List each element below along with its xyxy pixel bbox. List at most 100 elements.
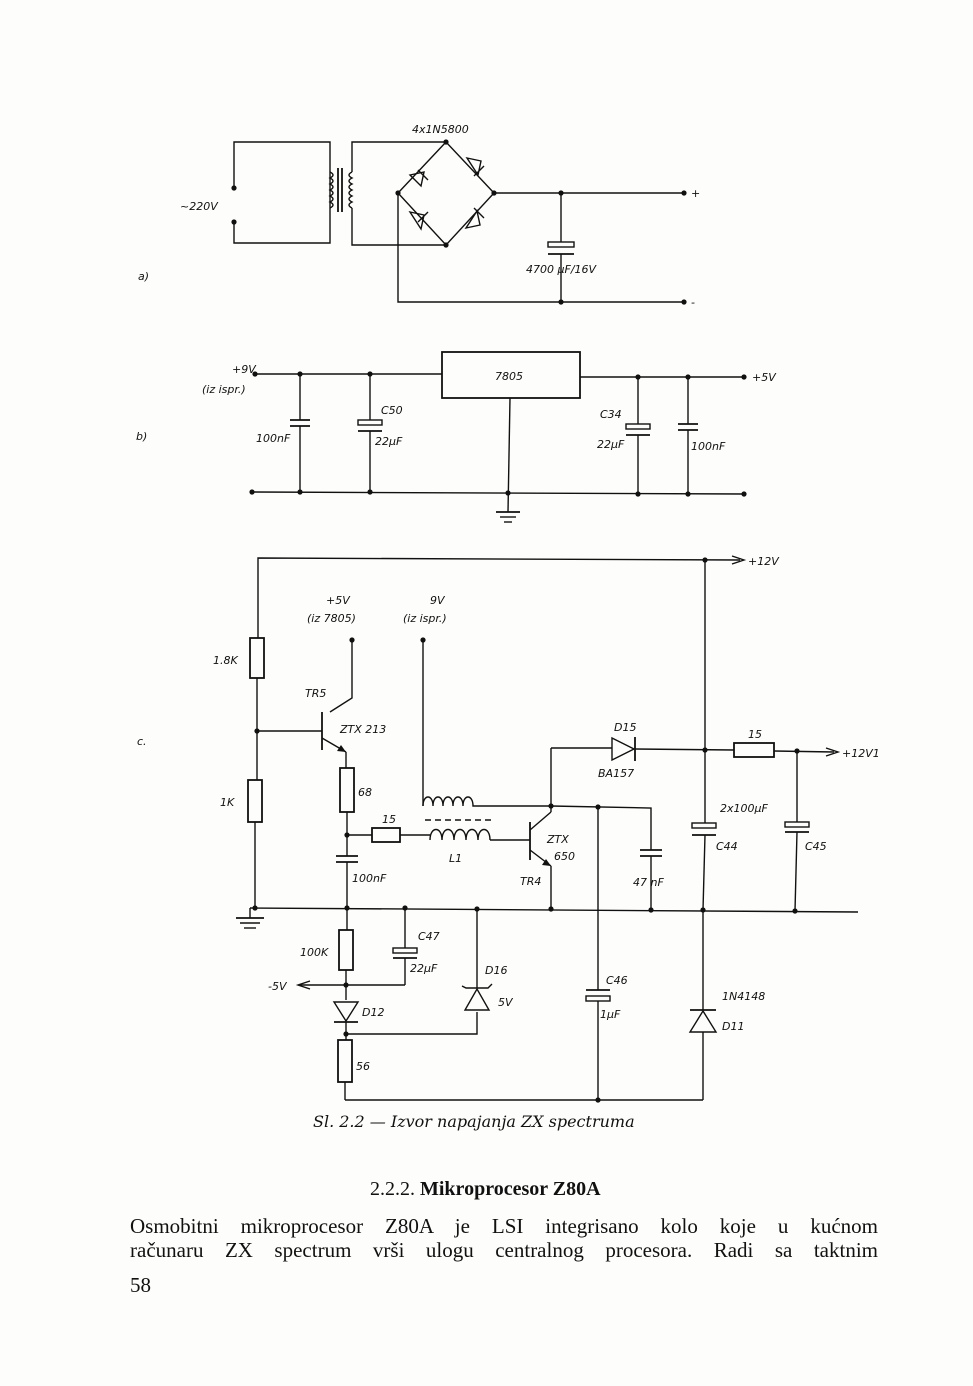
bridge-rectifier [395, 139, 497, 248]
resistor-1k8 [249, 637, 265, 679]
supply-5v-label: +5V [326, 594, 351, 607]
body-line-2: računaru ZX spectrum vrši ulogu centraln… [130, 1238, 878, 1262]
page-number: 58 [130, 1273, 151, 1297]
figure-caption: Sl. 2.2 — Izvor napajanja ZX spectruma [313, 1112, 635, 1131]
arrow-12v [731, 555, 747, 565]
ground-symbol-c [236, 908, 264, 929]
regulator-7805 [441, 351, 581, 399]
cap-100nf-out [678, 374, 698, 494]
tr5-name: TR5 [305, 687, 326, 700]
regulator-label: 7805 [495, 370, 523, 383]
cap-c47 [346, 947, 418, 986]
cap-100nf-c-label: 100nF [352, 872, 387, 885]
regulator-ground-wire [507, 397, 511, 513]
d15-type: BA157 [598, 767, 634, 780]
ground-rail-c [249, 907, 859, 913]
out-12v1-wire [773, 750, 835, 753]
arrow-12v1 [825, 747, 841, 757]
inductor-l1-primary [422, 796, 551, 807]
rail-12v-label: +12V [748, 555, 780, 568]
schematic-part-b: b) +9V (iz ispr.) 7805 +5V 100nF C50 22µ… [136, 351, 777, 523]
power-supply-schematic: ~220V a) 4x1N5800 + [136, 123, 880, 1103]
resistor-1k [247, 779, 263, 823]
minus5v-label: -5V [268, 980, 288, 993]
resistor-15-out [733, 742, 775, 758]
diode-d12 [332, 1001, 360, 1040]
r-1k-label: 1K [220, 796, 235, 809]
c45-name: C45 [805, 840, 827, 853]
diode-d11 [688, 1009, 718, 1100]
input-9v-label: +9V [232, 363, 257, 376]
input-9v-source: (iz ispr.) [202, 383, 246, 396]
cap-47nf [640, 849, 662, 910]
transformer [328, 168, 354, 212]
diode-d15 [611, 736, 636, 762]
plus-label: + [691, 187, 700, 200]
section-number: 2.2.2. [370, 1178, 415, 1200]
zener-d16 [461, 983, 493, 1011]
cap-c46 [585, 989, 611, 1100]
out-12v1-label: +12V1 [842, 747, 880, 760]
c46-name: C46 [606, 974, 628, 987]
bridge-label: 4x1N5800 [412, 123, 469, 136]
section-title: Mikroprocesor Z80A [420, 1178, 601, 1200]
r-15-out-label: 15 [748, 728, 762, 741]
d11-type: 1N4148 [722, 990, 765, 1003]
d15-wire-b [634, 748, 735, 751]
filter-cap-label: 4700 µF/16V [526, 263, 598, 276]
output-5v-label: +5V [752, 371, 777, 384]
d15-name: D15 [614, 721, 636, 734]
supply-5v-source: (iz 7805) [307, 612, 356, 625]
negative-rail-a [397, 193, 684, 303]
c34-value: 22µF [597, 438, 625, 451]
c44-value: 2x100µF [720, 802, 769, 815]
part-c-label: c. [137, 735, 147, 748]
tr4-type-b: 650 [554, 850, 575, 863]
l1-label: L1 [449, 852, 462, 865]
c47-value: 22µF [410, 962, 438, 975]
tr5-type: ZTX 213 [339, 723, 386, 736]
cap-out-label: 100nF [691, 440, 726, 453]
arrow-minus5v [295, 980, 311, 990]
transistor-tr5 [257, 712, 347, 768]
r-15-base-label: 15 [382, 813, 396, 826]
d16-value: 5V [498, 996, 514, 1009]
d11-name: D11 [722, 1020, 744, 1033]
cap-47nf-label: 47 nF [633, 876, 664, 889]
filter-capacitor [547, 193, 575, 302]
c47-name: C47 [418, 930, 440, 943]
ground-rail-b [251, 491, 745, 495]
cap-c44 [691, 822, 717, 911]
d16-wire-bottom [346, 1012, 478, 1035]
inductor-l1 [429, 828, 491, 841]
c44-name: C44 [716, 840, 738, 853]
d12-name: D12 [362, 1006, 384, 1019]
cap-100nf-c [336, 855, 358, 908]
tr4-type-a: ZTX [546, 833, 569, 846]
mains-wire [233, 141, 331, 244]
supply-9v-label: 9V [430, 594, 446, 607]
transistor-tr4 [529, 748, 552, 909]
secondary-top-wire [351, 141, 446, 172]
cap-100nf-in [290, 371, 310, 492]
supply-9v-source: (iz ispr.) [403, 612, 447, 625]
part-a-label: a) [138, 270, 149, 283]
resistor-68 [339, 767, 355, 813]
cap-c34 [625, 374, 651, 494]
r-56-label: 56 [356, 1060, 370, 1073]
ground-symbol-b [496, 511, 520, 523]
tr5-collector-wire [329, 640, 353, 713]
cap-in-label: 100nF [256, 432, 291, 445]
cap-c50 [357, 371, 383, 492]
schematic-part-a: ~220V a) 4x1N5800 + [138, 123, 700, 309]
c50-value: 22µF [375, 435, 403, 448]
c46-value: 1µF [600, 1008, 621, 1021]
r-100k-label: 100K [300, 946, 329, 959]
resistor-56 [337, 1039, 353, 1083]
d16-name: D16 [485, 964, 507, 977]
resistor-15-base [371, 827, 401, 843]
cap-c45 [784, 751, 810, 912]
tr4-name: TR4 [520, 875, 541, 888]
rail-12v [257, 557, 741, 638]
